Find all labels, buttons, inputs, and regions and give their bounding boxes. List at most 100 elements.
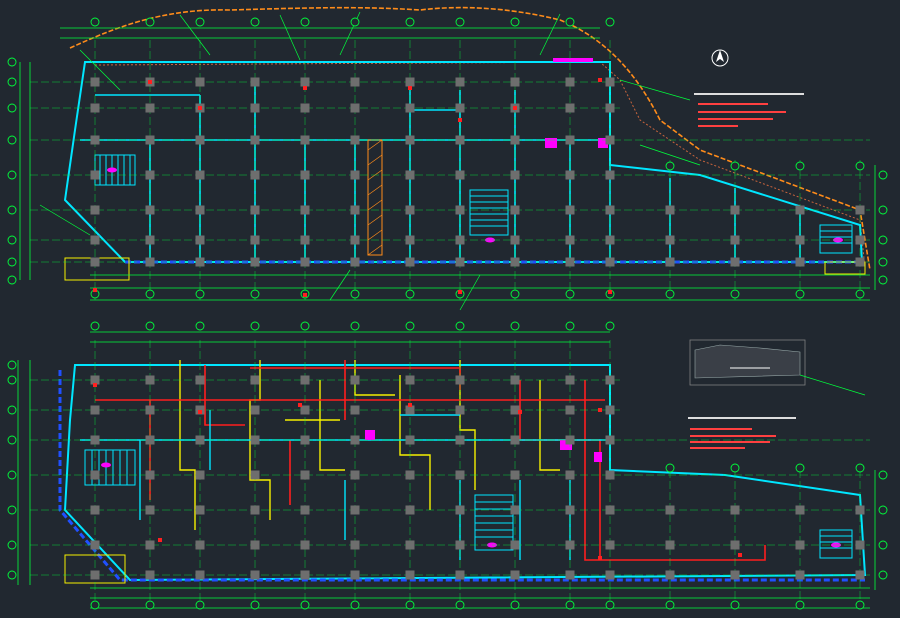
column-icon — [350, 170, 360, 180]
column-icon — [250, 470, 260, 480]
column-icon — [605, 205, 615, 215]
red-marker — [408, 86, 412, 90]
column-icon — [250, 405, 260, 415]
grid-bubble-icon — [7, 135, 17, 145]
column-icon — [90, 257, 100, 267]
column-icon — [730, 205, 740, 215]
column-icon — [250, 170, 260, 180]
column-icon — [605, 435, 615, 445]
column-icon — [195, 205, 205, 215]
wall-blue-bottom — [58, 370, 865, 582]
column-icon — [455, 257, 465, 267]
column-icon — [455, 235, 465, 245]
column-icon — [605, 540, 615, 550]
column-icon — [90, 135, 100, 145]
grid-bubble-icon — [300, 17, 310, 27]
column-icon — [565, 375, 575, 385]
column-icon — [250, 205, 260, 215]
hatching-top — [367, 139, 383, 256]
column-icon — [195, 170, 205, 180]
column-icon — [510, 435, 520, 445]
grid-bubble-icon — [878, 470, 888, 480]
grid-bubble-icon — [878, 570, 888, 580]
red-marker — [738, 553, 742, 557]
column-icon — [300, 540, 310, 550]
grid-bubble-icon — [7, 360, 17, 370]
column-icon — [300, 77, 310, 87]
column-icon — [455, 505, 465, 515]
column-icon — [730, 235, 740, 245]
column-icon — [300, 257, 310, 267]
grid-bubble-icon — [795, 600, 805, 610]
column-icon — [195, 235, 205, 245]
column-icon — [510, 470, 520, 480]
axis-grid-top — [30, 40, 870, 300]
column-icon — [565, 540, 575, 550]
grid-bubble-icon — [7, 540, 17, 550]
grid-bubble-icon — [405, 321, 415, 331]
column-icon — [565, 505, 575, 515]
grid-bubble-icon — [350, 321, 360, 331]
grid-bubble-icon — [7, 57, 17, 67]
column-icon — [665, 540, 675, 550]
stair-icon — [84, 449, 136, 486]
column-icon — [565, 405, 575, 415]
hatched-core-top — [367, 139, 383, 256]
column-icon — [250, 435, 260, 445]
column-icon — [145, 505, 155, 515]
column-icon — [455, 205, 465, 215]
building-outline-bottom — [63, 364, 867, 582]
axis-grid-bottom — [30, 340, 870, 600]
column-icon — [90, 375, 100, 385]
column-icon — [405, 103, 415, 113]
column-icon — [195, 77, 205, 87]
grid-bubble-icon — [145, 17, 155, 27]
column-icon — [605, 135, 615, 145]
column-icon — [605, 570, 615, 580]
grid-bubble-icon — [878, 505, 888, 515]
grid-bubble-icon — [7, 205, 17, 215]
column-icon — [350, 405, 360, 415]
site-boundary-top-inner — [94, 61, 866, 269]
column-icon — [565, 103, 575, 113]
column-icon — [455, 135, 465, 145]
grid-bubble-icon — [145, 321, 155, 331]
grid-bubble-icon — [730, 161, 740, 171]
red-marker — [458, 290, 462, 294]
grid-bubble-icon — [855, 463, 865, 473]
grid-bubble-icon — [565, 289, 575, 299]
column-icon — [405, 205, 415, 215]
column-icon — [300, 570, 310, 580]
grid-bubble-icon — [195, 600, 205, 610]
column-icon — [350, 77, 360, 87]
stair-icon — [819, 224, 853, 254]
column-icon — [795, 505, 805, 515]
column-icon — [405, 470, 415, 480]
column-icon — [195, 570, 205, 580]
column-icon — [565, 470, 575, 480]
column-icon — [90, 435, 100, 445]
red-marker — [608, 290, 612, 294]
column-icon — [795, 235, 805, 245]
grid-bubble-icon — [195, 289, 205, 299]
column-icon — [350, 205, 360, 215]
column-icon — [455, 470, 465, 480]
column-icon — [145, 103, 155, 113]
column-icon — [605, 375, 615, 385]
column-icon — [405, 235, 415, 245]
grid-bubble-icon — [7, 275, 17, 285]
red-marker — [198, 410, 202, 414]
column-icon — [145, 540, 155, 550]
column-icon — [665, 235, 675, 245]
column-icon — [605, 405, 615, 415]
grid-bubble-icon — [195, 17, 205, 27]
column-icon — [300, 170, 310, 180]
column-icon — [145, 205, 155, 215]
grid-bubble-icon — [350, 17, 360, 27]
column-icon — [855, 540, 865, 550]
column-icon — [195, 540, 205, 550]
grid-bubble-icon — [90, 600, 100, 610]
red-marker — [93, 288, 97, 292]
